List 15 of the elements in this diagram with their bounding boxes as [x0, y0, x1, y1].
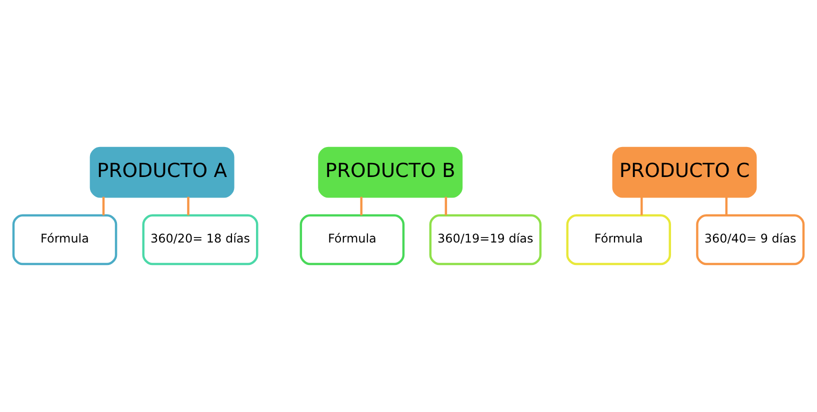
node-box: 360/19=19 días — [429, 214, 542, 266]
connector — [640, 196, 643, 216]
node-box: PRODUCTO C — [612, 146, 757, 198]
node-box: Fórmula — [566, 214, 672, 266]
node-box: Fórmula — [300, 214, 405, 266]
node-box: PRODUCTO B — [318, 146, 463, 198]
node-box: Fórmula — [12, 214, 118, 266]
node-box: 360/40= 9 días — [696, 214, 805, 266]
connector — [725, 196, 728, 216]
node-box: PRODUCTO A — [90, 146, 234, 198]
connector — [444, 196, 448, 216]
connector — [360, 196, 362, 216]
connector — [102, 196, 105, 216]
connector — [187, 196, 190, 216]
node-box: 360/20= 18 días — [142, 214, 258, 266]
